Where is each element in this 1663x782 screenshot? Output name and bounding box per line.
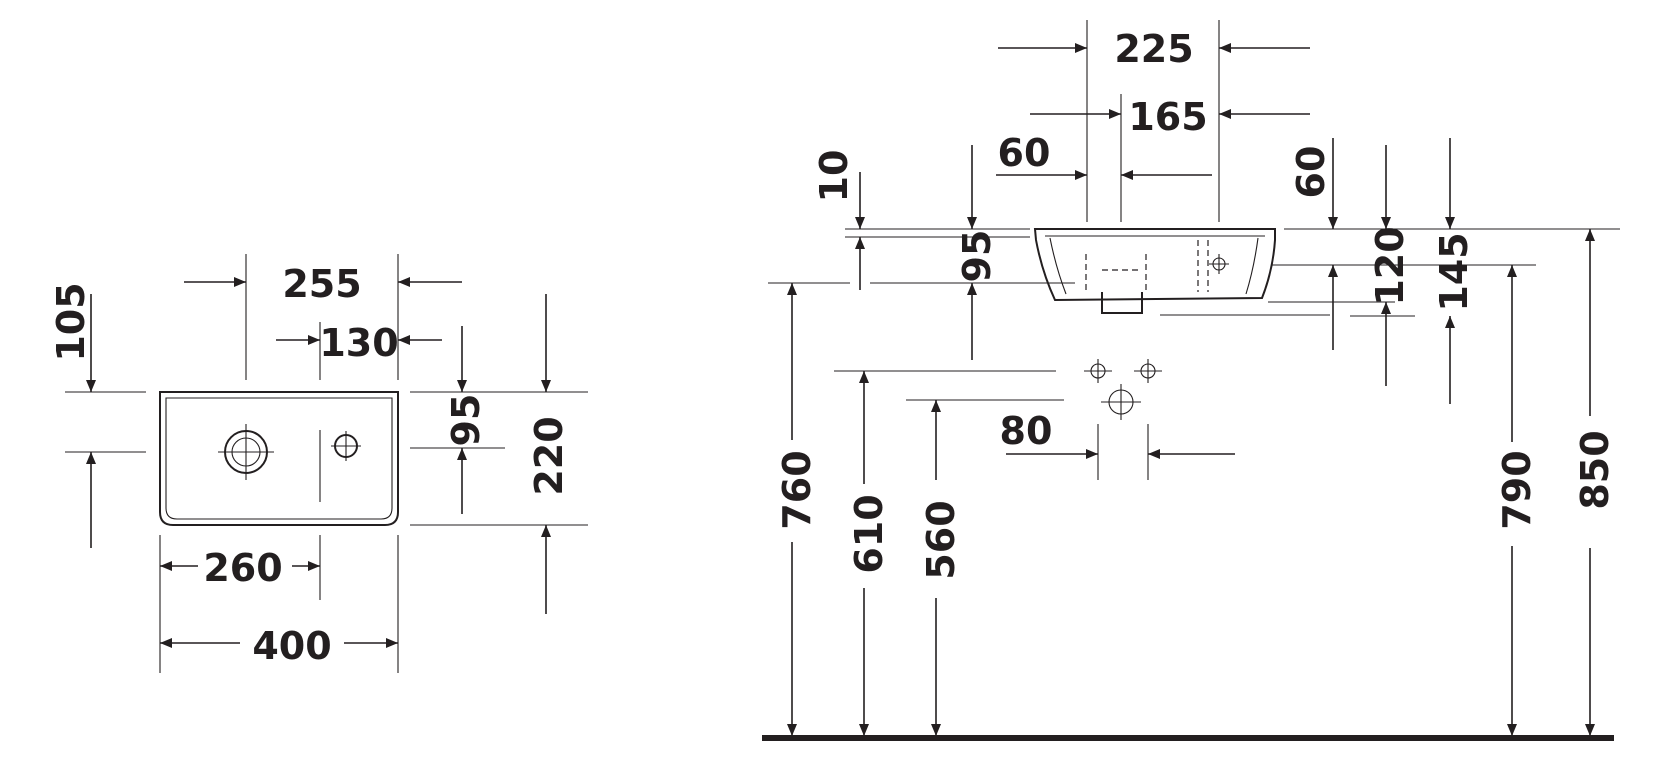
basin-side-inner [1045,235,1265,295]
dim-220: 220 [527,416,571,495]
side-view: 225 165 60 10 95 60 120 145 80 [762,20,1620,741]
basin-side-outline [1033,228,1276,302]
basin-inner-outline [165,397,393,520]
supply-connection-right-icon [1134,359,1162,383]
waste-connection-icon [1101,384,1141,420]
drain-icon [218,424,274,480]
tap-hole-icon [331,431,361,461]
dim-260: 260 [203,546,282,590]
top-view: 255 130 105 95 220 260 400 [49,254,588,673]
dim-60-right: 60 [1289,146,1333,199]
dim-790: 790 [1495,450,1539,529]
dim-130: 130 [319,321,398,365]
overflow-icon [1209,254,1229,274]
dim-10: 10 [812,150,856,203]
dim-95-top: 95 [444,394,488,447]
dim-610: 610 [847,494,891,573]
dim-760: 760 [775,450,819,529]
dim-105: 105 [49,282,93,361]
dim-850: 850 [1573,430,1617,509]
dim-560: 560 [919,500,963,579]
dim-255: 255 [282,262,361,306]
dim-400: 400 [252,624,331,668]
dim-95-side: 95 [955,230,999,283]
dim-120: 120 [1368,226,1412,305]
dim-80: 80 [1000,409,1053,453]
waste-outlet [1101,292,1143,314]
dim-145: 145 [1432,232,1476,311]
basin-cavity-hidden [1085,240,1209,292]
basin-top-outline [159,391,399,526]
supply-connection-left-icon [1084,359,1112,383]
dim-165: 165 [1128,95,1207,139]
dim-225: 225 [1114,27,1193,71]
dim-60-top: 60 [998,131,1051,175]
